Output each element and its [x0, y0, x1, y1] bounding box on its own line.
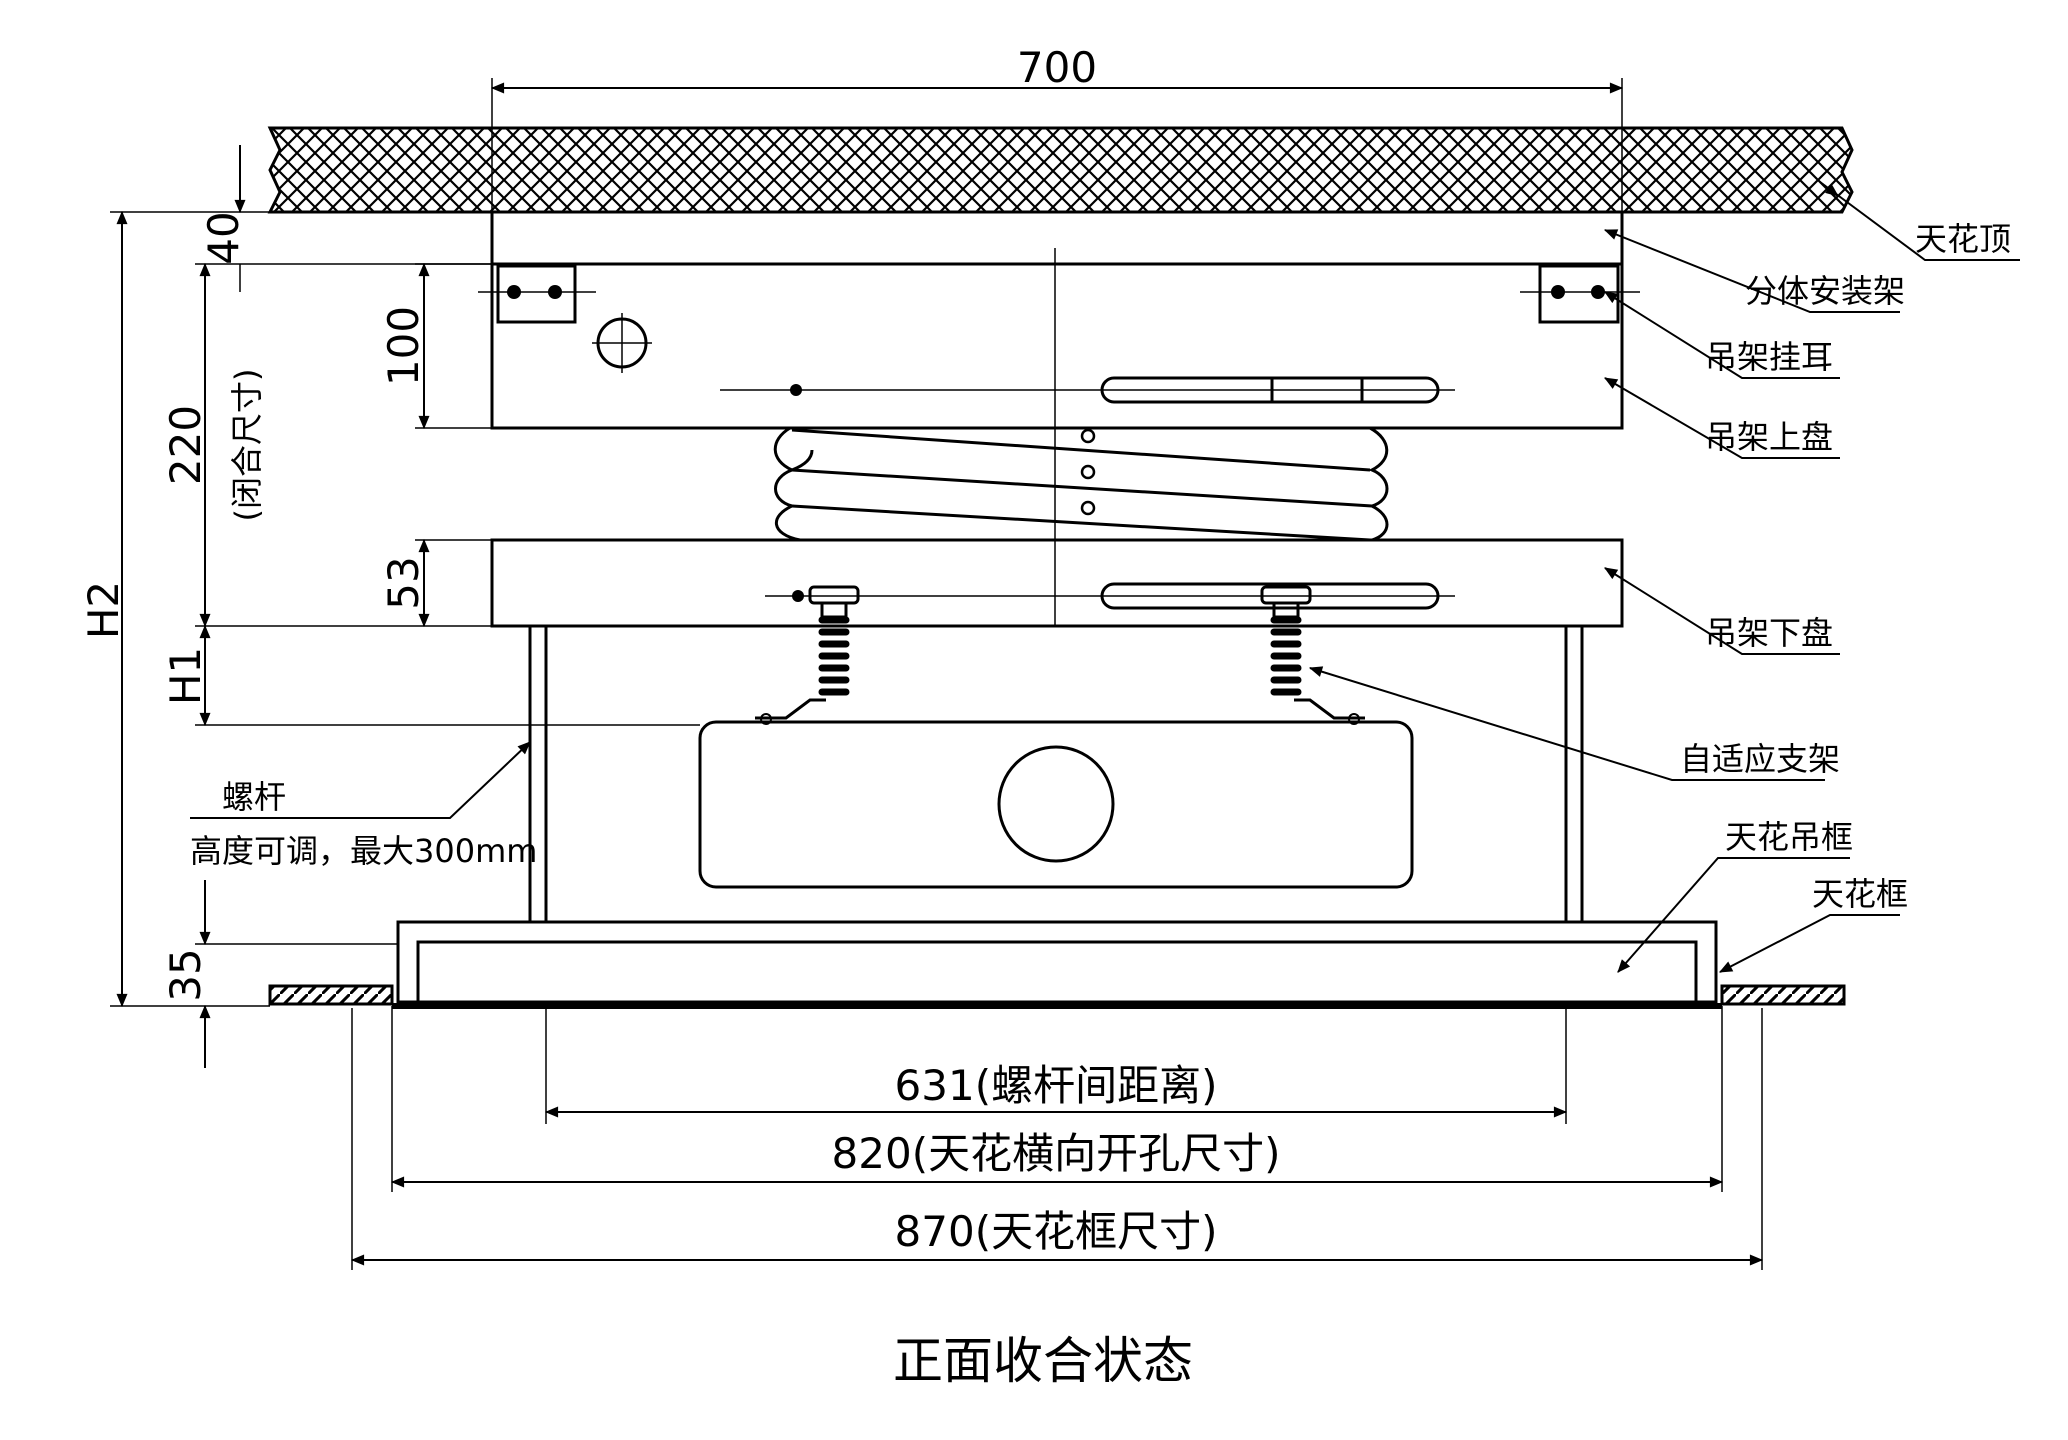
bellows	[773, 426, 1389, 542]
dim-631: 631(螺杆间距离)	[895, 1061, 1218, 1110]
dim-820: 820(天花横向开孔尺寸)	[832, 1129, 1281, 1178]
dim-870: 870(天花框尺寸)	[895, 1207, 1218, 1256]
lower-plate	[490, 538, 1624, 628]
hanger-ear-right	[1520, 264, 1640, 324]
screw-rods	[528, 626, 1584, 922]
ceiling-slab	[267, 126, 1854, 214]
dim-40: 40	[199, 211, 248, 264]
dim-700: 700	[1017, 43, 1097, 92]
dimension-lines	[110, 78, 1764, 1270]
split-mount-frame	[490, 210, 1624, 266]
leader-lines	[190, 181, 2020, 973]
dim-h2: H2	[79, 581, 128, 639]
hanger-ear-left	[478, 264, 596, 324]
label-screw-rod: 螺杆	[222, 778, 286, 816]
dim-35: 35	[161, 948, 210, 1001]
ceiling-frame-left	[268, 984, 394, 1006]
adaptive-bracket-left	[755, 585, 860, 720]
label-split-mount: 分体安装架	[1745, 272, 1905, 310]
label-ceiling-top: 天花顶	[1915, 220, 2011, 258]
upper-plate	[490, 262, 1624, 430]
dim-220: 220	[161, 405, 210, 485]
dim-220-note: (闭合尺寸)	[228, 369, 266, 522]
dim-h1: H1	[161, 647, 210, 705]
drawing-title: 正面收合状态	[893, 1332, 1193, 1390]
label-upper-plate: 吊架上盘	[1705, 418, 1833, 456]
label-lower-plate: 吊架下盘	[1705, 614, 1833, 652]
dim-53: 53	[379, 556, 428, 609]
label-screw-rod-note: 高度可调，最大300mm	[190, 832, 537, 870]
label-hanger-ear: 吊架挂耳	[1705, 338, 1833, 376]
label-ceiling-frame: 天花框	[1812, 875, 1908, 913]
ceiling-hang-frame	[392, 920, 1722, 1009]
label-adaptive-bracket: 自适应支架	[1680, 740, 1840, 778]
ceiling-frame-right	[1720, 984, 1846, 1006]
label-ceiling-hang-frame: 天花吊框	[1725, 818, 1853, 856]
projector-body	[698, 720, 1414, 889]
dim-100: 100	[379, 306, 428, 386]
